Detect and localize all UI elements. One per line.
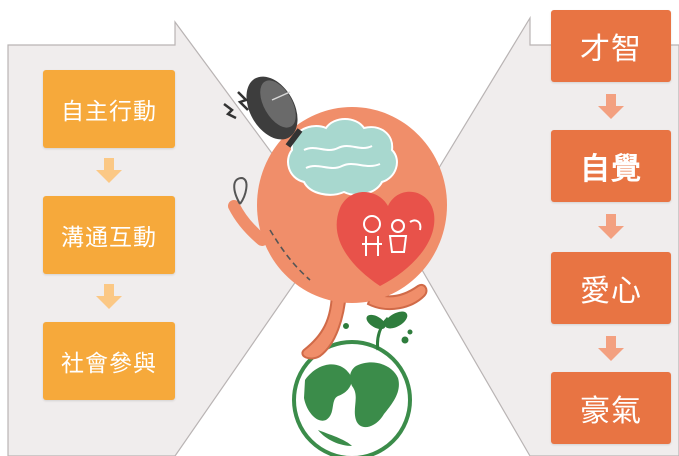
right-step-2: 自覺 <box>551 130 671 202</box>
right-step-1: 才智 <box>551 10 671 82</box>
heart-icon <box>336 191 435 286</box>
right-step-4: 豪氣 <box>551 372 671 444</box>
satellite-dish-icon <box>246 76 303 148</box>
brain-icon <box>287 118 398 196</box>
right-down-arrow-2 <box>598 214 624 240</box>
right-step-3: 愛心 <box>551 252 671 324</box>
globe-icon <box>292 340 412 456</box>
right-down-arrow-3 <box>598 336 624 362</box>
sprout-icon <box>343 311 413 351</box>
left-step-1: 自主行動 <box>43 70 175 148</box>
character-arm <box>228 176 311 281</box>
character-legs <box>301 284 428 360</box>
left-down-arrow-2 <box>96 284 122 310</box>
left-down-arrow-1 <box>96 158 122 184</box>
right-down-arrow-1 <box>598 94 624 120</box>
lightning-icon <box>223 91 249 120</box>
left-step-2: 溝通互動 <box>43 196 175 274</box>
left-step-3: 社會參與 <box>43 322 175 400</box>
